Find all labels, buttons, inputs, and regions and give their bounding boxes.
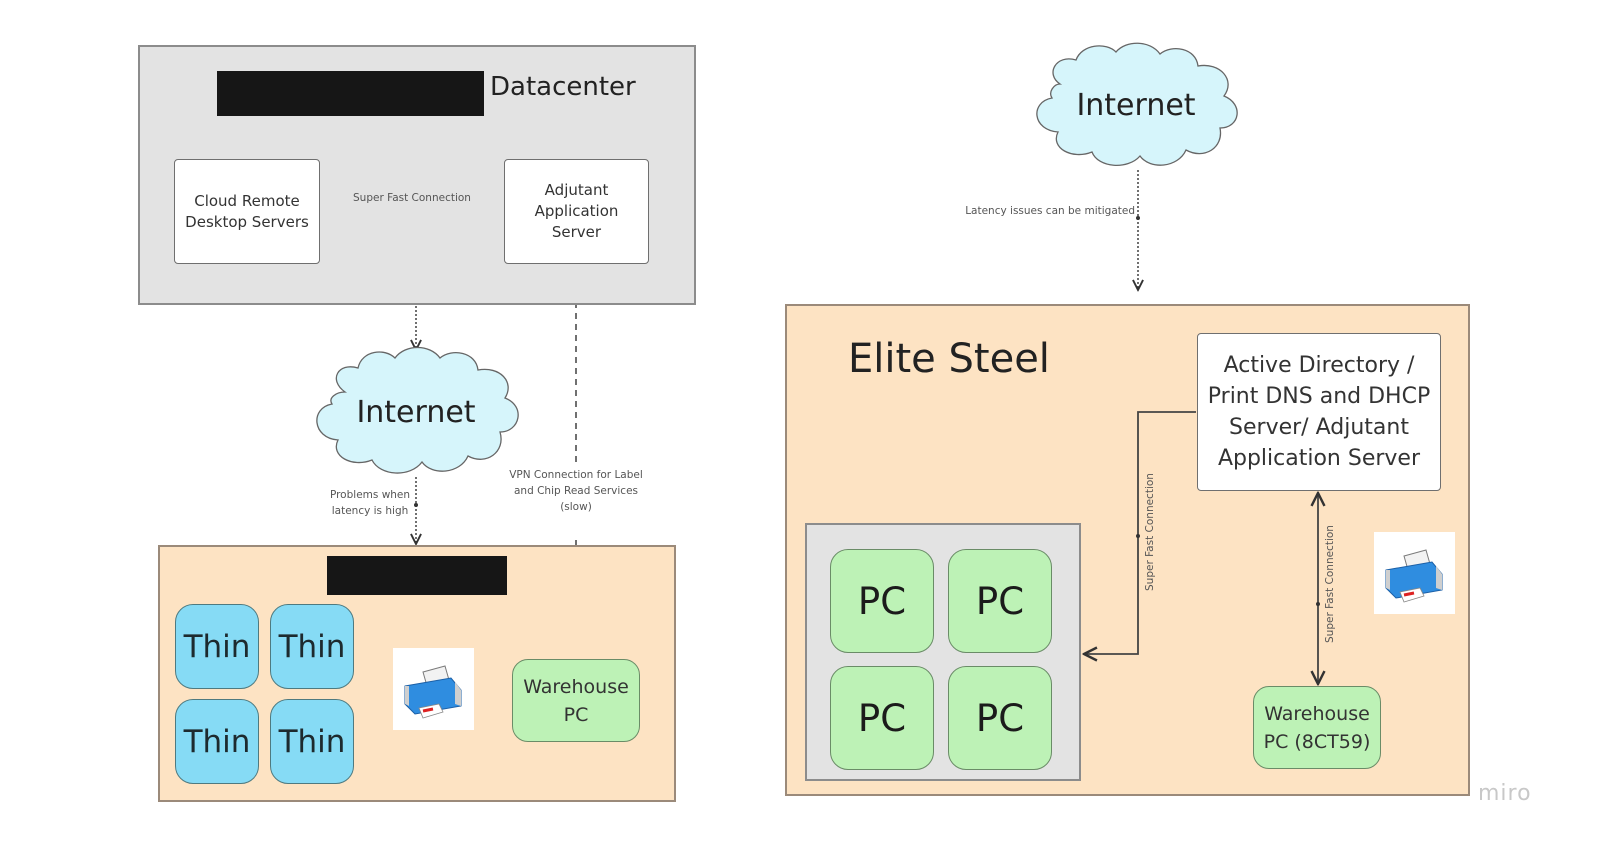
printer-left[interactable] xyxy=(393,648,474,730)
printer-icon xyxy=(404,665,462,719)
printer-right[interactable] xyxy=(1374,532,1455,614)
adjutant-application-server[interactable]: Adjutant Application Server xyxy=(504,159,649,264)
printer-icon xyxy=(1385,549,1443,603)
connector-midpoint xyxy=(414,503,418,507)
vpn-connection-label: VPN Connection for Label and Chip Read S… xyxy=(496,467,656,515)
internet-label-right: Internet xyxy=(1076,88,1196,123)
thin-client[interactable]: Thin xyxy=(175,604,259,689)
redacted-company-name xyxy=(217,71,484,116)
connection-label-pcs: Super Fast Connection xyxy=(1144,473,1156,591)
connector-midpoint xyxy=(1316,602,1320,606)
connector-midpoint xyxy=(1136,534,1140,538)
thin-client[interactable]: Thin xyxy=(175,699,259,784)
warehouse-pc-left[interactable]: Warehouse PC xyxy=(512,659,640,742)
datacenter-title: Datacenter xyxy=(490,72,636,102)
elite-steel-title: Elite Steel xyxy=(848,336,1050,382)
miro-watermark: miro xyxy=(1478,781,1532,806)
connection-label-warehouse: Super Fast Connection xyxy=(1324,525,1336,643)
thin-client[interactable]: Thin xyxy=(270,604,354,689)
pc-tile[interactable]: PC xyxy=(830,666,934,770)
latency-mitigated-label: Latency issues can be mitigated xyxy=(965,205,1135,217)
connector-server-to-pcs xyxy=(1084,411,1196,654)
internet-label-left: Internet xyxy=(356,395,476,430)
active-directory-server[interactable]: Active Directory / Print DNS and DHCP Se… xyxy=(1197,333,1441,491)
latency-problem-label: Problems when latency is high xyxy=(329,489,411,517)
connector-midpoint xyxy=(1136,216,1140,220)
pc-tile[interactable]: PC xyxy=(948,666,1052,770)
pc-tile[interactable]: PC xyxy=(830,549,934,653)
connection-label-super-fast: Super Fast Connection xyxy=(353,192,471,204)
cloud-shape-right xyxy=(1036,42,1238,167)
cloud-shape-left xyxy=(316,346,519,474)
warehouse-pc-8ct59[interactable]: Warehouse PC (8CT59) xyxy=(1253,686,1381,769)
cloud-remote-desktop-servers[interactable]: Cloud Remote Desktop Servers xyxy=(174,159,320,264)
thin-client[interactable]: Thin xyxy=(270,699,354,784)
pc-tile[interactable]: PC xyxy=(948,549,1052,653)
redacted-site-name xyxy=(327,556,507,595)
